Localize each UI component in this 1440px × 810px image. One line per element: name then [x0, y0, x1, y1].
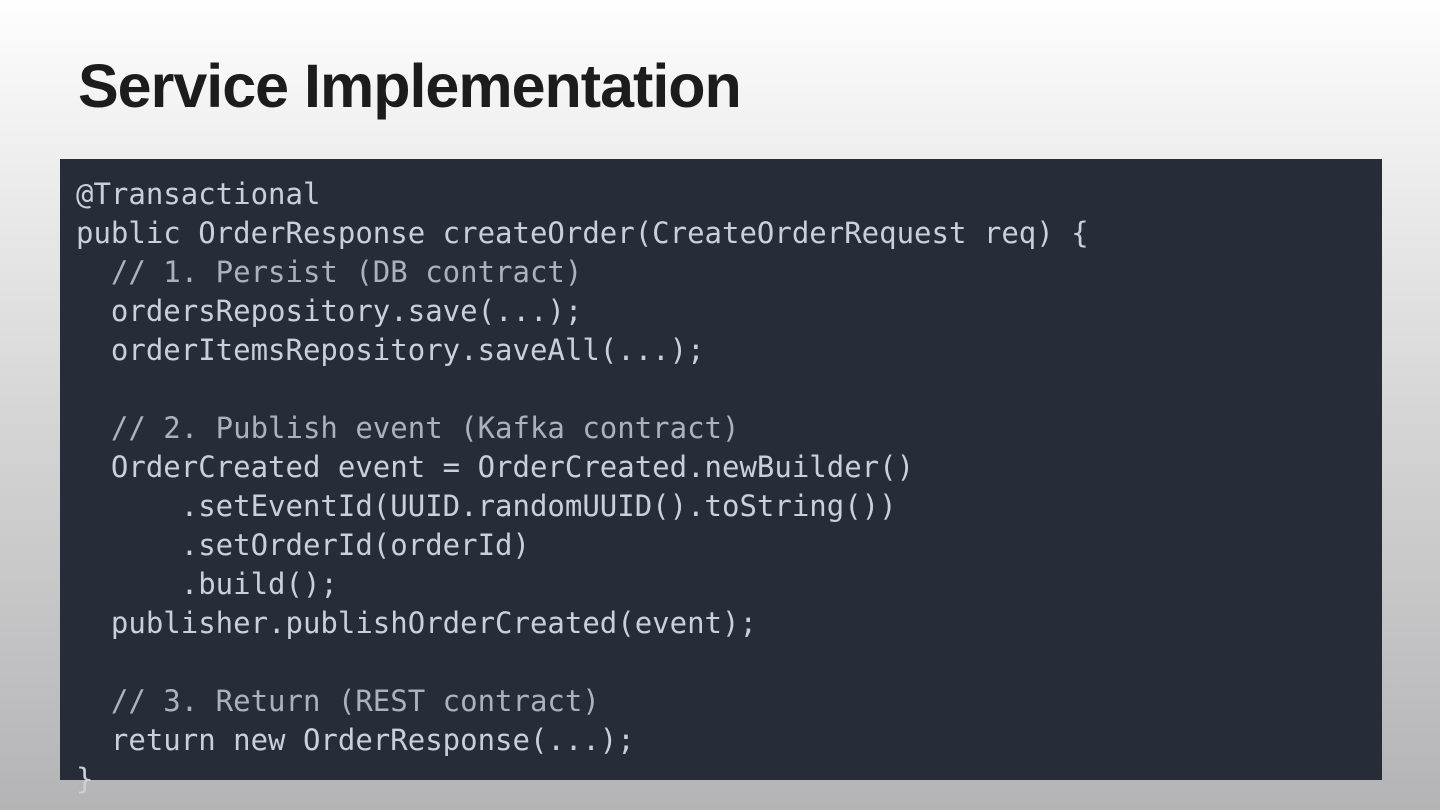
- code-line: // 1. Persist (DB contract): [76, 255, 583, 289]
- code-line: return new OrderResponse(...);: [76, 723, 635, 757]
- code-line: OrderCreated event = OrderCreated.newBui…: [76, 450, 915, 484]
- code-line: orderItemsRepository.saveAll(...);: [76, 333, 705, 367]
- code-lines: @Transactional public OrderResponse creat…: [60, 159, 1382, 799]
- code-line: // 2. Publish event (Kafka contract): [76, 411, 740, 445]
- code-panel: @Transactional public OrderResponse creat…: [60, 159, 1382, 796]
- code-line: [76, 370, 1382, 409]
- code-line: // 3. Return (REST contract): [76, 684, 600, 718]
- code-line: }: [76, 762, 94, 796]
- code-line: .setEventId(UUID.randomUUID().toString()…: [76, 489, 897, 523]
- code-line: @Transactional: [76, 177, 321, 211]
- code-line: .setOrderId(orderId): [76, 528, 530, 562]
- code-line: publisher.publishOrderCreated(event);: [76, 606, 757, 640]
- slide-title: Service Implementation: [78, 52, 742, 120]
- code-line: [76, 643, 1382, 682]
- code-line: ordersRepository.save(...);: [76, 294, 583, 328]
- code-line: .build();: [76, 567, 338, 601]
- code-line: public OrderResponse createOrder(CreateO…: [76, 216, 1089, 250]
